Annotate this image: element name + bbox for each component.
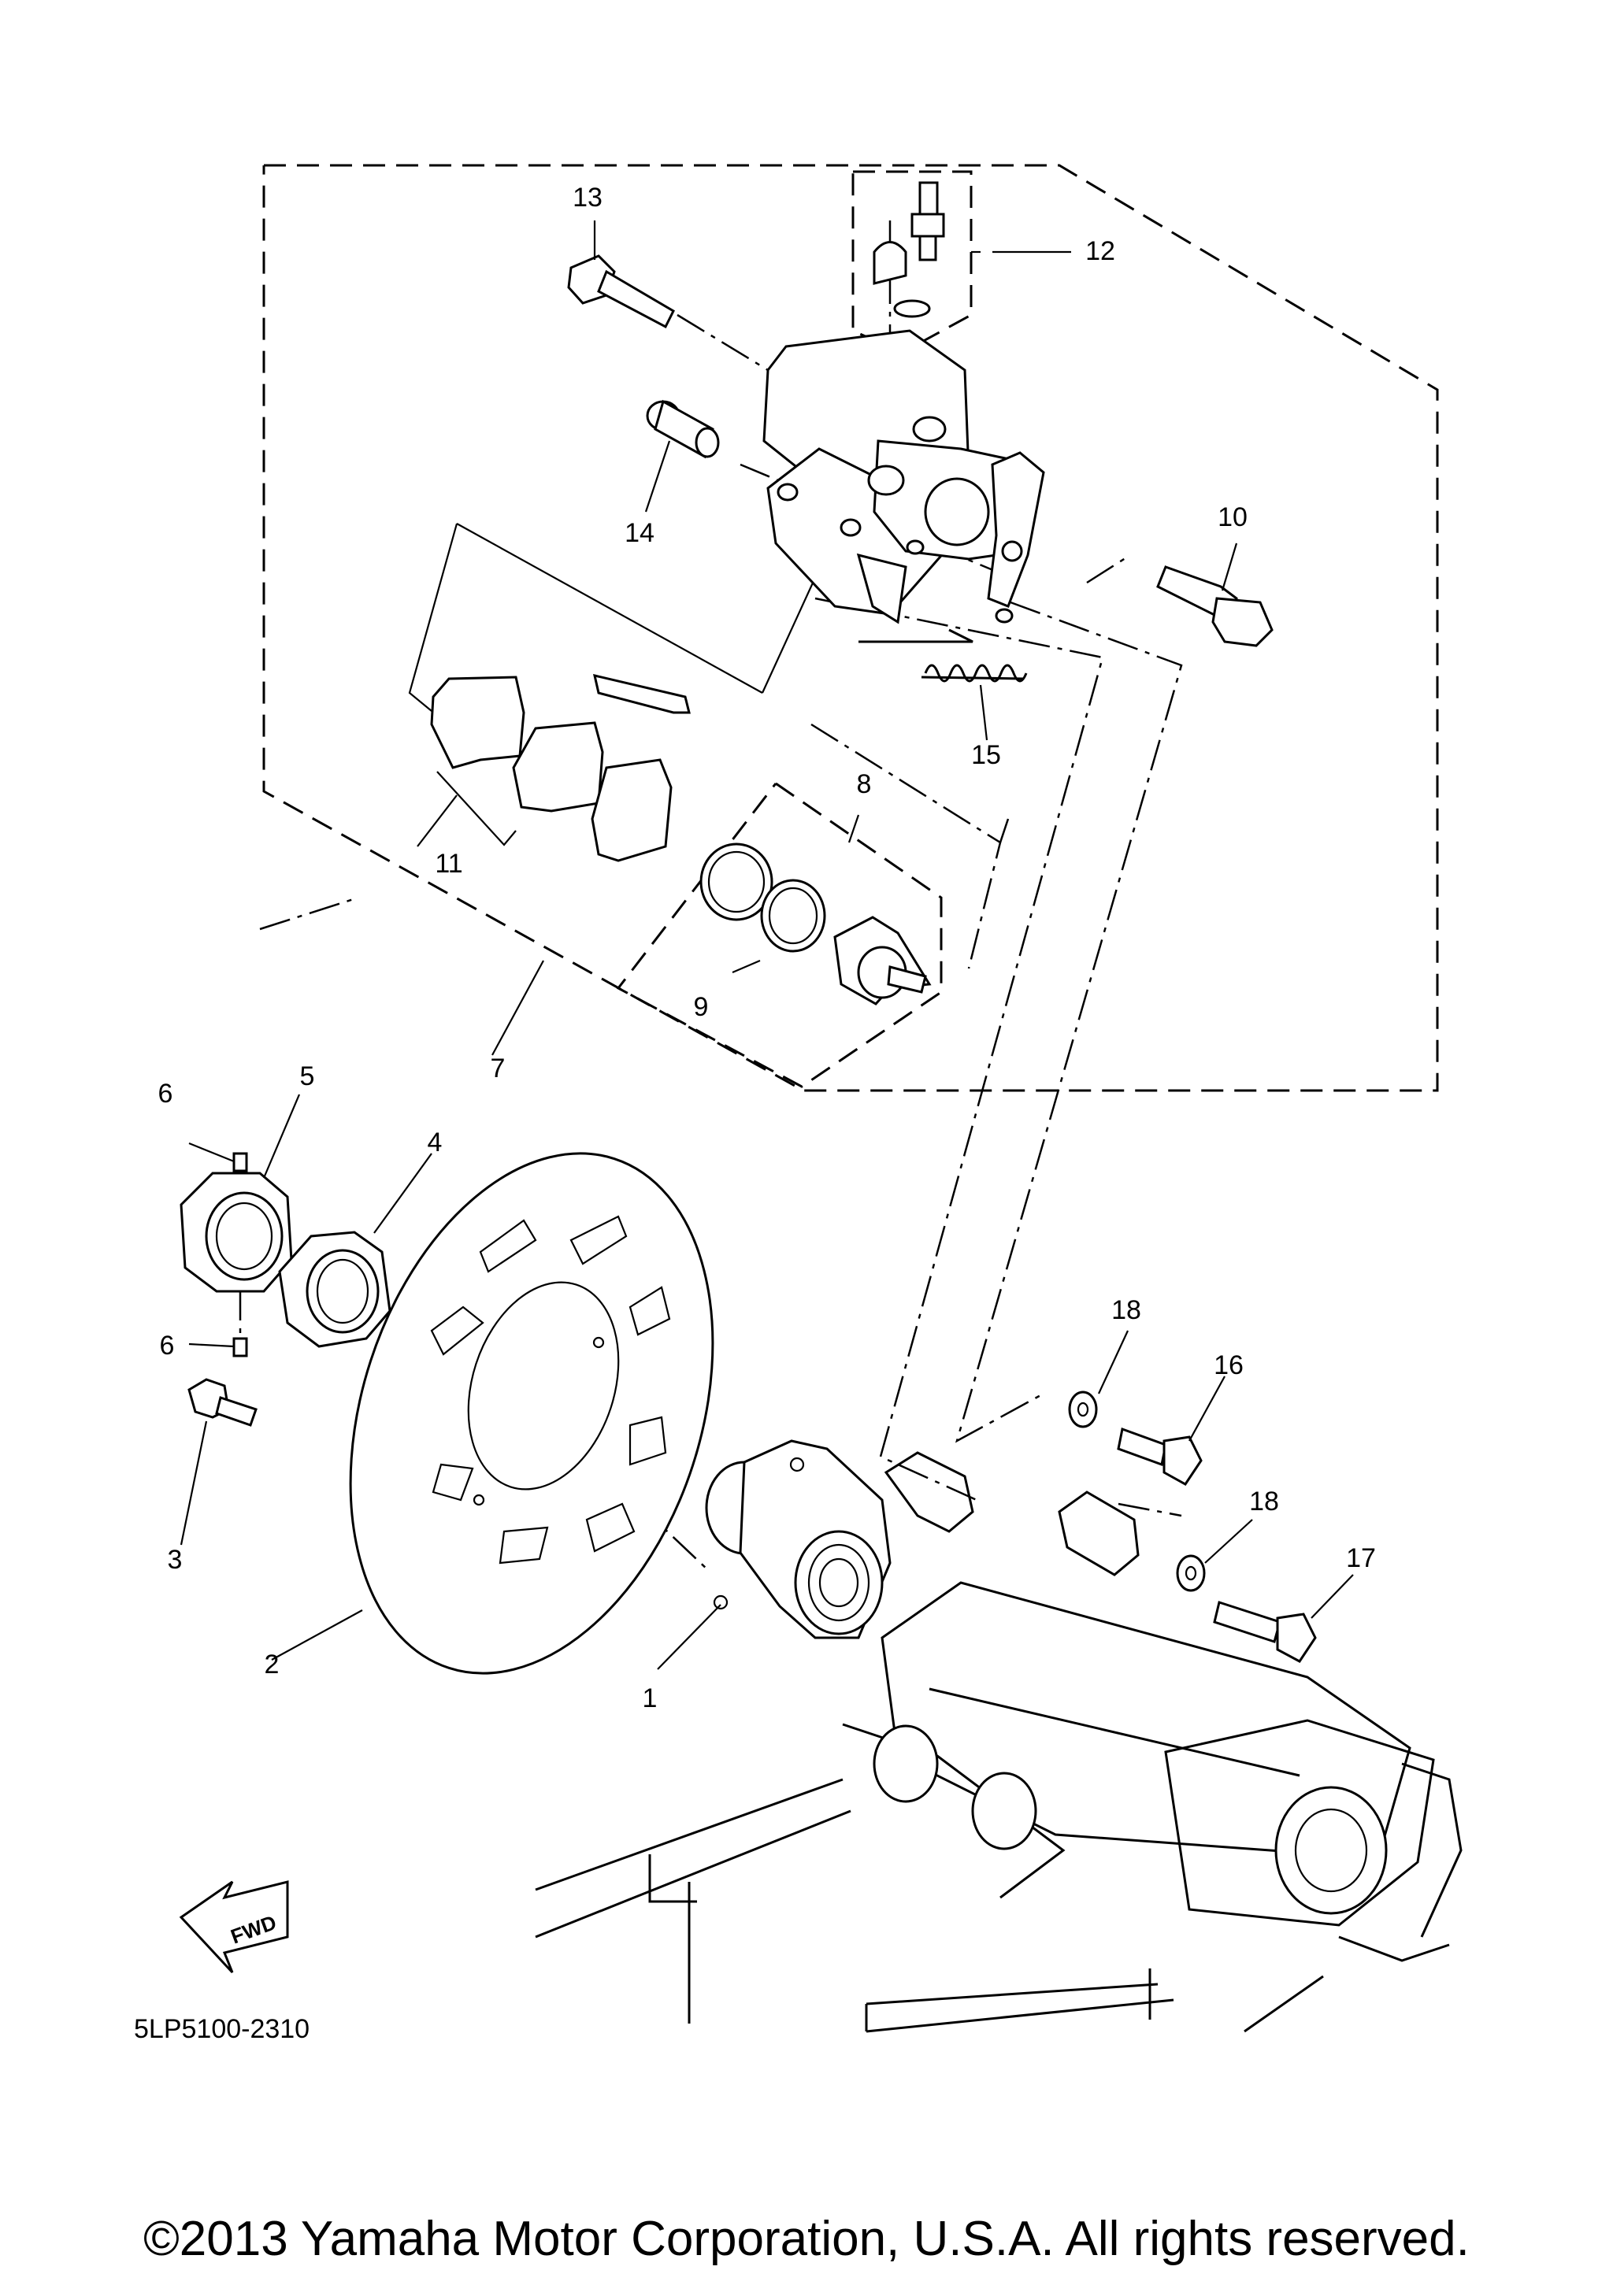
bolt-17 bbox=[1213, 1601, 1317, 1663]
pad-spring-15 bbox=[921, 664, 1028, 683]
bleed-screw-12 bbox=[873, 181, 945, 318]
callout-15: 15 bbox=[971, 740, 1001, 770]
callout-3: 3 bbox=[168, 1545, 183, 1575]
callout-14: 14 bbox=[625, 518, 654, 548]
pad-group-bracket bbox=[408, 523, 458, 712]
caliper-mounting-bolt-10 bbox=[1156, 565, 1274, 647]
hub-nut-4 bbox=[278, 1231, 391, 1348]
callout-6-upper: 6 bbox=[158, 1079, 173, 1109]
set-screw-6-upper bbox=[232, 1152, 248, 1172]
set-screw-6-lower bbox=[232, 1337, 248, 1357]
callout-16: 16 bbox=[1214, 1350, 1244, 1380]
callout-4: 4 bbox=[428, 1128, 443, 1157]
diagram-code: 5LP5100-2310 bbox=[134, 2014, 310, 2044]
callout-17: 17 bbox=[1346, 1543, 1376, 1573]
locknut-5 bbox=[180, 1172, 293, 1293]
callout-6-lower: 6 bbox=[160, 1331, 175, 1361]
callout-11: 11 bbox=[435, 849, 462, 879]
callout-1: 1 bbox=[643, 1683, 658, 1713]
caliper-bolt-13 bbox=[567, 254, 675, 329]
callout-5: 5 bbox=[300, 1061, 315, 1091]
callout-8: 8 bbox=[857, 769, 872, 799]
brake-disc-2 bbox=[349, 1152, 714, 1675]
caliper-assembly-boundary bbox=[262, 164, 1439, 1092]
callout-numbers: 1 2 3 4 5 6 6 7 8 9 10 11 12 13 14 15 16… bbox=[158, 183, 1376, 1713]
callout-9: 9 bbox=[694, 992, 709, 1022]
brake-caliper-body-7 bbox=[762, 329, 1045, 624]
bleed-kit-boundary bbox=[851, 170, 973, 354]
swingarm-frame bbox=[535, 1451, 1463, 2033]
brake-hub-1 bbox=[705, 1439, 892, 1639]
guide-line-left bbox=[814, 597, 1104, 1502]
bolt-16 bbox=[1117, 1427, 1203, 1486]
leader-lines bbox=[180, 220, 1354, 1670]
pin-bolt-14 bbox=[646, 399, 720, 459]
washer-18-lower bbox=[1176, 1554, 1206, 1592]
copyright-notice: ©2013 Yamaha Motor Corporation, U.S.A. A… bbox=[143, 2212, 1470, 2266]
piston-and-seals bbox=[699, 842, 932, 1005]
guide-line-right bbox=[955, 601, 1183, 1443]
callout-10: 10 bbox=[1218, 502, 1248, 532]
forward-direction-arrow: FWD bbox=[179, 1880, 289, 1974]
callout-2: 2 bbox=[265, 1650, 280, 1679]
washer-18-upper bbox=[1068, 1391, 1098, 1428]
brake-pads-11 bbox=[430, 673, 691, 862]
callout-7: 7 bbox=[491, 1054, 506, 1083]
callout-18-lower: 18 bbox=[1249, 1487, 1279, 1516]
piston-kit-boundary bbox=[616, 782, 943, 1088]
callout-18-upper: 18 bbox=[1111, 1295, 1141, 1325]
callout-13: 13 bbox=[573, 183, 603, 213]
callout-12: 12 bbox=[1085, 236, 1115, 266]
disc-bolt-3 bbox=[187, 1378, 258, 1427]
